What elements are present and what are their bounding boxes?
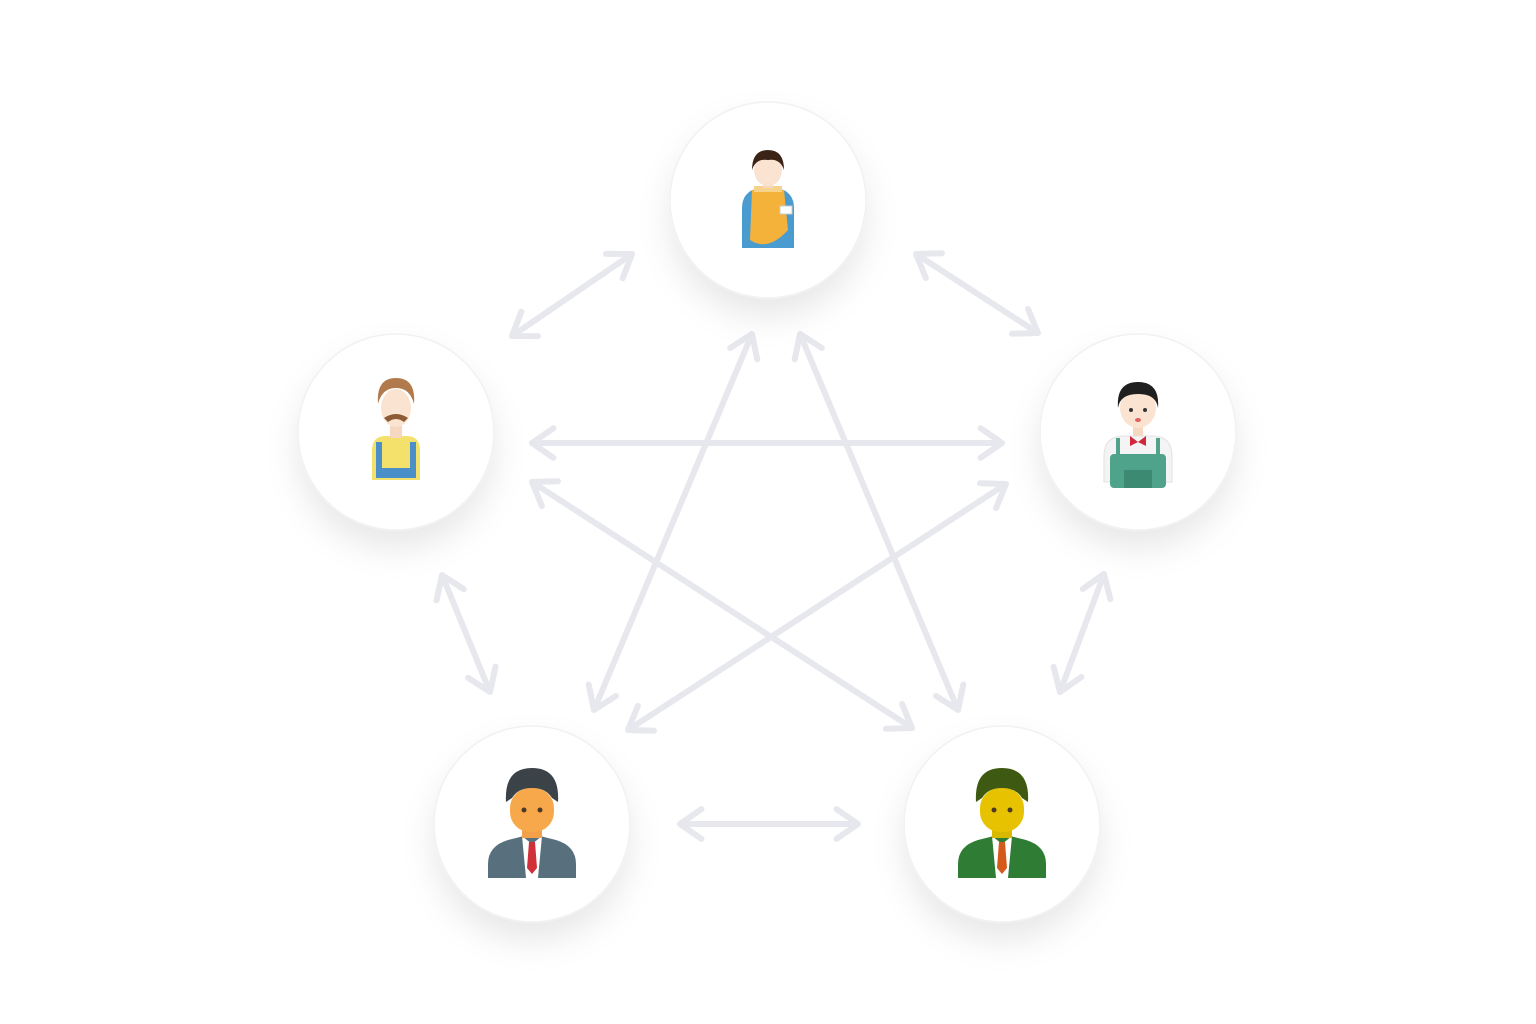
arrow-top-bottom-left: [585, 331, 761, 713]
farmer-avatar-icon: [372, 378, 420, 480]
arrow-top-bottom-right: [791, 331, 967, 713]
arrow-left-right: [529, 425, 1005, 461]
arrow-right-bottom-right: [1050, 571, 1114, 695]
shop-worker-avatar-icon: [742, 150, 794, 248]
arrow-bottom-left-bottom-right: [677, 806, 861, 842]
node-bottom-left: [433, 725, 631, 923]
node-left: [297, 333, 495, 531]
arrow-top-right: [913, 250, 1041, 337]
waiter-avatar-icon: [1103, 382, 1173, 488]
arrow-right-bottom-left: [625, 480, 1009, 734]
node-right: [1039, 333, 1237, 531]
arrow-left-top: [509, 250, 635, 340]
arrow-left-bottom-left: [433, 572, 499, 695]
node-top: [669, 101, 867, 299]
businessman-green-avatar-icon: [958, 768, 1046, 878]
node-bottom-right: [903, 725, 1101, 923]
businessman-avatar-icon: [488, 768, 576, 878]
arrow-left-bottom-right: [529, 478, 915, 732]
connection-arrows: [433, 250, 1114, 842]
